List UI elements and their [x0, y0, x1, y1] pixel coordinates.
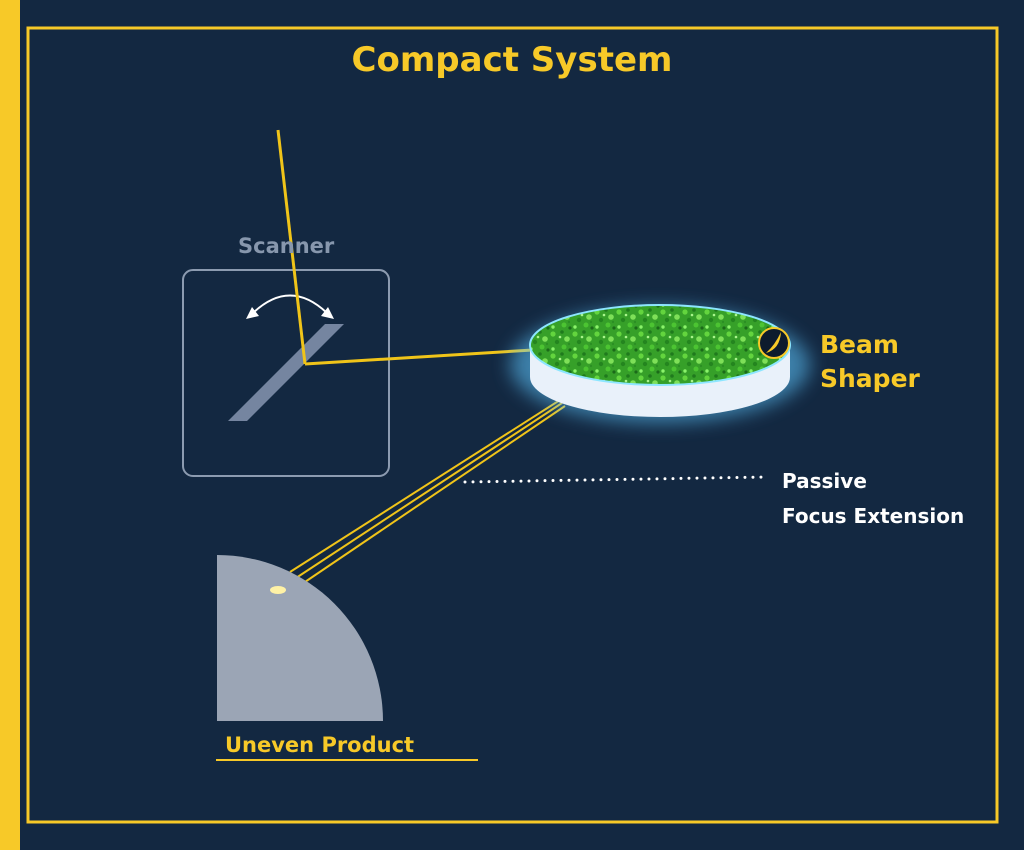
scanner-box — [182, 269, 390, 477]
left-accent-bar — [0, 0, 20, 850]
page-title: Compact System — [351, 40, 673, 80]
passive-focus-extension-label: Passive Focus Extension — [782, 464, 964, 534]
yellow-frame — [26, 26, 999, 824]
passive-label-line1: Passive — [782, 469, 867, 493]
scanner-mirror — [228, 324, 344, 421]
passive-label-line2: Focus Extension — [782, 504, 965, 528]
scanner-label: Scanner — [238, 234, 335, 258]
beam-shaper-disk — [510, 304, 810, 423]
focus-extension-leader — [463, 475, 770, 484]
beam-shaper-label-line2: Shaper — [820, 364, 920, 393]
beam-shaper-label-line1: Beam — [820, 330, 899, 359]
beam-shaper-label: Beam Shaper — [820, 328, 920, 396]
laser-spot — [270, 586, 286, 594]
uneven-product-label: Uneven Product — [225, 733, 415, 757]
crescent-lens-icon — [758, 327, 790, 359]
curved-double-arrow-icon — [246, 294, 334, 319]
laser-beam — [276, 129, 566, 585]
uneven-product-shape — [217, 555, 383, 721]
